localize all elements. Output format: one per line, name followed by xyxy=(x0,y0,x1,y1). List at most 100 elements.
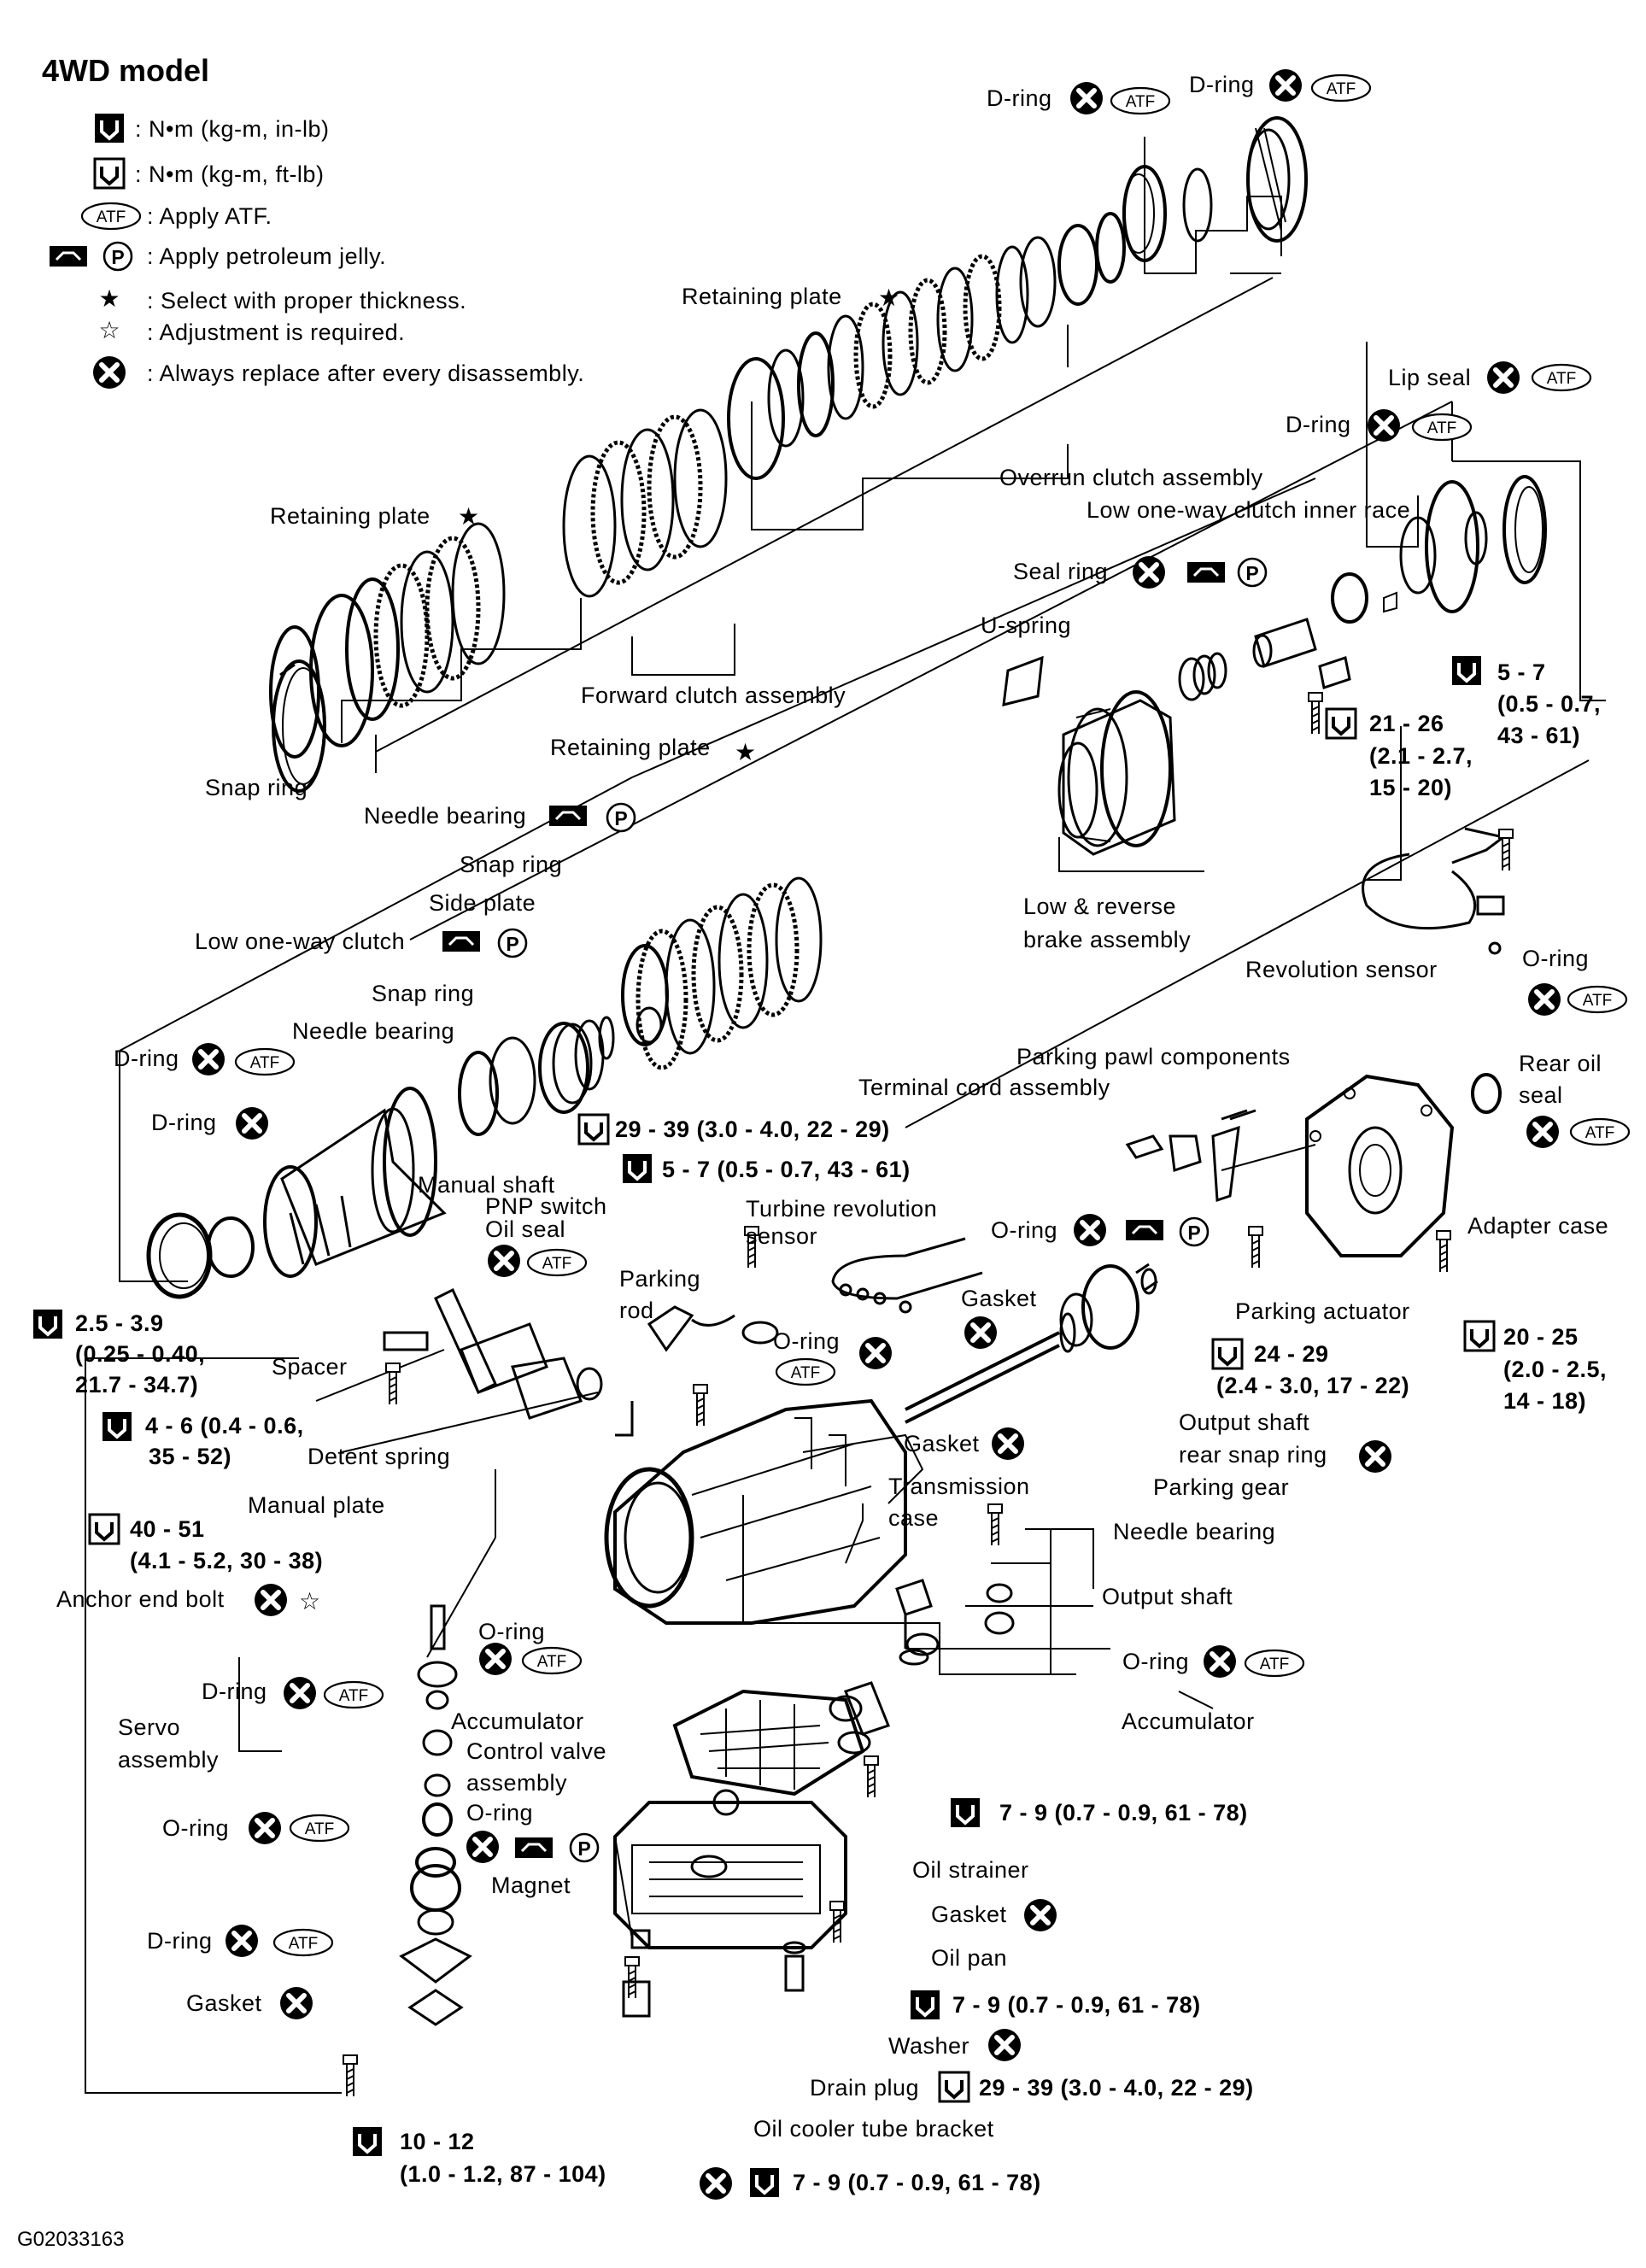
label-d-ring: D-ring xyxy=(987,85,1052,111)
replace-x-icon xyxy=(226,1925,258,1957)
label-oil-cooler-tube-bracket: Oil cooler tube bracket xyxy=(753,2116,994,2142)
label-rear-oil-seal: Rear oil xyxy=(1519,1051,1602,1076)
front-snap-ring-drawing xyxy=(272,659,326,793)
label-output-shaft: Output shaft xyxy=(1102,1584,1233,1609)
petroleum-jelly-p-icon xyxy=(1237,557,1268,588)
atf-icon xyxy=(1567,985,1628,1014)
label-d-ring: D-ring xyxy=(151,1110,217,1135)
label-lip-seal: Lip seal xyxy=(1388,365,1472,390)
label-torque-24-29-sub: (2.4 - 3.0, 17 - 22) xyxy=(1216,1373,1410,1398)
seal-ring-parts-drawing xyxy=(1002,572,1397,706)
label-forward-clutch-assembly: Forward clutch assembly xyxy=(581,683,846,708)
label-torque-2-5-sub: 21.7 - 34.7) xyxy=(75,1372,199,1398)
torque-wrench-small-icon xyxy=(32,1308,64,1340)
torque-wrench-small-icon xyxy=(949,1796,981,1829)
low-reverse-hub-drawing xyxy=(1057,699,1176,856)
replace-x-icon xyxy=(1528,983,1561,1016)
label-drain-plug: Drain plug xyxy=(810,2075,920,2101)
label-gasket: Gasket xyxy=(931,1902,1007,1927)
label-retaining-plate: Retaining plate xyxy=(270,503,431,529)
parking-pawl-drawing xyxy=(1125,1109,1316,1203)
filled-star-icon: ★ xyxy=(878,284,899,312)
legend-torque-ftlb: : N•m (kg-m, ft-lb) xyxy=(135,161,325,187)
label-control-valve-assembly: assembly xyxy=(466,1770,568,1796)
label-overrun-clutch-assembly: Overrun clutch assembly xyxy=(999,465,1263,490)
atf-icon xyxy=(1531,363,1592,392)
torque-wrench-large-icon xyxy=(93,157,126,190)
label-accumulator: Accumulator xyxy=(1122,1708,1255,1734)
label-retaining-plate: Retaining plate xyxy=(682,284,842,309)
outline-star-icon: ☆ xyxy=(98,316,120,344)
torque-wrench-small-icon xyxy=(101,1410,133,1443)
label-retaining-plate: Retaining plate xyxy=(550,735,711,760)
label-accumulator: Accumulator xyxy=(451,1708,584,1734)
revolution-sensor-drawing xyxy=(1362,827,1507,955)
replace-x-icon xyxy=(1133,556,1165,589)
replace-x-icon xyxy=(992,1427,1024,1460)
label-torque-5-7-sub: (0.5 - 0.7, xyxy=(1497,691,1602,717)
replace-x-icon xyxy=(1070,82,1103,114)
label-low-oneway-inner-race: Low one-way clutch inner race xyxy=(1087,497,1411,523)
component-drawings xyxy=(146,116,1547,2026)
atf-icon xyxy=(526,1248,588,1277)
label-torque-2-5-3-9: 2.5 - 3.9 xyxy=(75,1310,164,1336)
petroleum-jelly-p-icon xyxy=(1179,1216,1210,1247)
label-control-valve-assembly: Control valve xyxy=(466,1738,607,1764)
rear-adapter-case-drawing xyxy=(1305,1073,1502,1257)
torque-wrench-small-icon xyxy=(909,1989,941,2021)
label-o-ring: O-ring xyxy=(1522,946,1590,971)
control-valve-drawing xyxy=(672,1689,865,1796)
front-bearing-drawing xyxy=(1122,116,1308,262)
transmission-case-drawing xyxy=(604,1398,924,1625)
low-one-way-clutch-drawing xyxy=(458,1006,663,1136)
label-detent-spring: Detent spring xyxy=(308,1444,451,1469)
label-gasket: Gasket xyxy=(961,1286,1037,1311)
label-manual-plate: Manual plate xyxy=(248,1492,385,1518)
atf-icon xyxy=(234,1047,296,1076)
label-snap-ring: Snap ring xyxy=(205,775,308,800)
torque-wrench-small-icon xyxy=(93,112,126,144)
outline-star-icon: ☆ xyxy=(299,1587,320,1615)
label-parking-rod: Parking xyxy=(619,1266,701,1292)
torque-wrench-large-icon xyxy=(1211,1338,1244,1370)
label-parking-pawl-components: Parking pawl components xyxy=(1016,1044,1291,1070)
atf-icon xyxy=(80,202,142,231)
label-torque-24-29: 24 - 29 xyxy=(1254,1341,1329,1367)
petroleum-jelly-icon xyxy=(1124,1218,1165,1242)
replace-x-icon xyxy=(859,1337,892,1369)
label-torque-21-26-sub: 15 - 20) xyxy=(1369,775,1453,800)
label-o-ring: O-ring xyxy=(466,1800,534,1826)
legend-apply-atf: : Apply ATF. xyxy=(147,203,272,229)
label-torque-5-7: 5 - 7 (0.5 - 0.7, 43 - 61) xyxy=(662,1157,911,1182)
label-gasket: Gasket xyxy=(904,1431,980,1456)
atf-icon xyxy=(1310,73,1372,103)
label-transmission-case: Transmission xyxy=(888,1474,1030,1499)
replace-x-icon xyxy=(1526,1116,1559,1148)
label-torque-2-5-sub: (0.25 - 0.40, xyxy=(75,1341,206,1367)
forward-drum-drawing xyxy=(146,1087,447,1299)
filled-star-icon: ★ xyxy=(98,284,120,313)
label-icons: ★ ★ ★ xyxy=(32,69,1631,2200)
label-washer: Washer xyxy=(888,2033,970,2059)
replace-x-icon xyxy=(236,1107,268,1140)
atf-icon xyxy=(1110,86,1171,115)
torque-wrench-large-icon xyxy=(1463,1320,1496,1352)
replace-x-icon xyxy=(1359,1440,1391,1473)
turbine-cord-drawing xyxy=(831,1237,983,1314)
replace-x-icon xyxy=(1487,361,1520,394)
label-oil-strainer: Oil strainer xyxy=(912,1857,1029,1883)
atf-icon xyxy=(1411,413,1473,442)
replace-x-icon xyxy=(700,2167,732,2200)
label-torque-29-39: 29 - 39 (3.0 - 4.0, 22 - 29) xyxy=(979,2075,1254,2101)
output-shaft-drawing xyxy=(905,1263,1158,1424)
replace-x-icon xyxy=(479,1643,512,1675)
label-seal-ring: Seal ring xyxy=(1013,559,1109,584)
label-o-ring: O-ring xyxy=(478,1619,546,1644)
drain-plug-drawing xyxy=(622,1929,806,2018)
label-torque-20-25: 20 - 25 xyxy=(1503,1324,1579,1350)
label-transmission-case: case xyxy=(888,1505,940,1531)
torque-wrench-large-icon xyxy=(88,1513,120,1545)
label-d-ring: D-ring xyxy=(202,1679,267,1704)
label-torque-10-12: 10 - 12 xyxy=(400,2129,475,2154)
